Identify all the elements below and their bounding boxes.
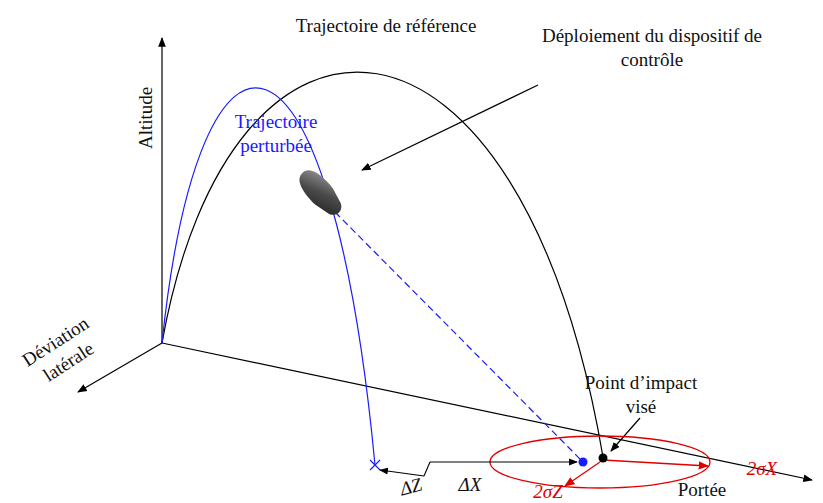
dimension-label: ΔZ xyxy=(389,470,434,503)
perturbed-impact-cross xyxy=(370,460,380,470)
axis-label: Altitude xyxy=(134,58,158,178)
delta-x-line xyxy=(430,461,577,462)
controlled-impact-point xyxy=(579,458,588,467)
trajectory-label: Trajectoire de référence xyxy=(286,14,486,38)
projectile xyxy=(294,164,348,220)
altitude-axis xyxy=(161,38,162,343)
leader-line xyxy=(611,418,640,451)
dimension-label: ΔX xyxy=(450,473,490,497)
perturbed-trajectory xyxy=(162,88,375,465)
callout-label: Point d’impact visé xyxy=(571,371,711,419)
dimension-label: 2σZ xyxy=(523,480,573,503)
axis-label: Déviation latérale xyxy=(3,302,121,402)
axis-label: Portée xyxy=(662,478,742,502)
controlled-path xyxy=(335,212,583,462)
callout-arrow xyxy=(362,85,538,170)
reference-trajectory xyxy=(162,72,603,457)
sigma-x-arrow xyxy=(603,460,708,466)
dimension-label: 2σX xyxy=(737,457,787,481)
range-axis xyxy=(162,343,812,480)
trajectory-label: Trajectoire perturbée xyxy=(216,110,336,158)
callout-label: Déploiement du dispositif de contrôle xyxy=(527,24,777,72)
delta-z-line xyxy=(424,462,430,476)
target-impact-point xyxy=(599,454,608,463)
